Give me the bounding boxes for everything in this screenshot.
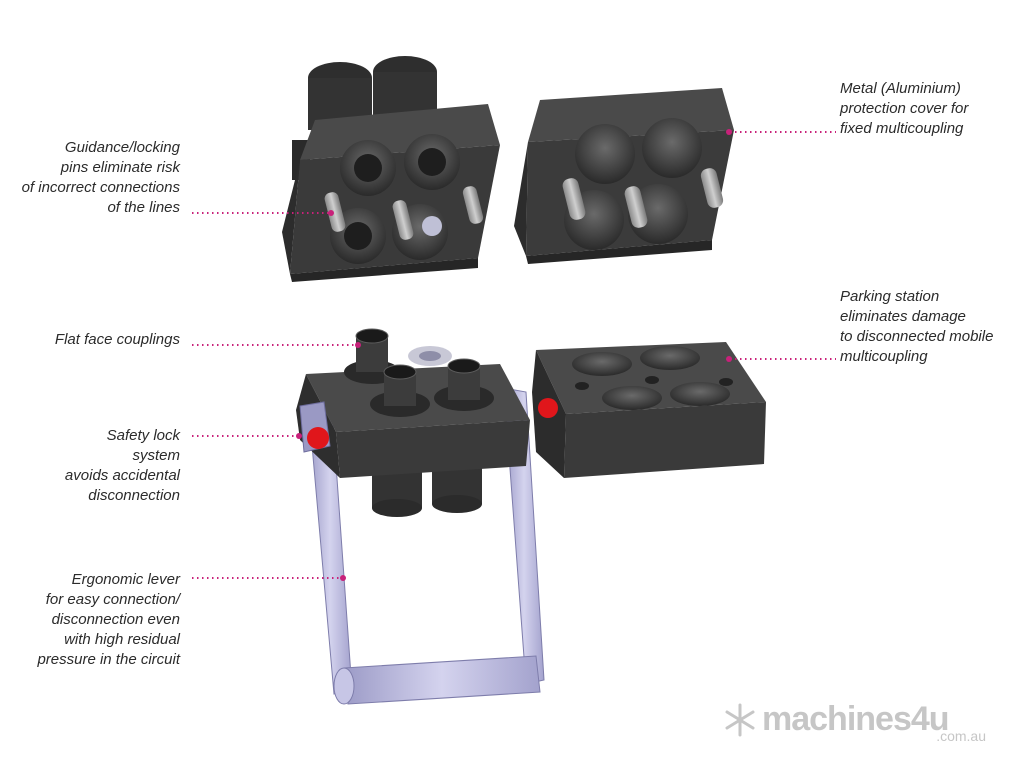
snowflake-icon [725,703,755,737]
annotation-line: Guidance/locking [64,139,180,156]
annotation-line: Flat face couplings [54,331,180,348]
annotation-line: with high residual [64,631,180,648]
annotation-line: pins eliminate risk [60,159,180,176]
fixed-multicoupling [282,56,500,282]
safety-lock-button [307,427,329,449]
annotation-line: avoids accidental [64,467,180,484]
ergonomic-lever-annotation: Ergonomic lever for easy connection/ dis… [37,570,180,670]
annotation-line: to disconnected mobile [840,328,994,345]
parking-safety-button [538,398,558,418]
annotation-line: eliminates damage [840,308,966,325]
metal-protection-cover [514,88,734,264]
annotation-line: fixed multicoupling [840,120,964,137]
annotation-line: of incorrect connections [21,179,180,196]
annotation-line: Metal (Aluminium) [840,80,961,97]
machines4u-watermark: machines4u .com.au [722,700,992,746]
annotation-line: Parking station [840,288,940,305]
guidance-pins-annotation: Guidance/locking pins eliminate risk of … [22,138,180,218]
flat-face-annotation: Flat face couplings [55,330,180,350]
leader-dots [296,129,732,581]
annotation-line: disconnection even [51,611,180,628]
annotation-line: protection cover for [840,100,969,117]
leader-lines [192,131,836,579]
annotation-line: system [132,447,180,464]
mobile-multicoupling [296,328,545,705]
annotation-line: Ergonomic lever [71,571,180,588]
annotation-line: multicoupling [840,348,928,365]
watermark-domain: .com.au [936,728,986,744]
parking-station-annotation: Parking station eliminates damage to dis… [840,287,993,367]
watermark-brand: machines4u [762,700,950,738]
annotation-line: pressure in the circuit [37,651,180,668]
metal-cover-annotation: Metal (Aluminium) protection cover for f… [840,79,968,139]
annotation-line: of the lines [107,199,180,216]
annotation-line: disconnection [88,487,180,504]
annotation-line: for easy connection/ [45,591,180,608]
annotation-line: Safety lock [106,427,180,444]
parking-station [532,342,766,478]
safety-lock-annotation: Safety lock system avoids accidental dis… [65,426,180,506]
